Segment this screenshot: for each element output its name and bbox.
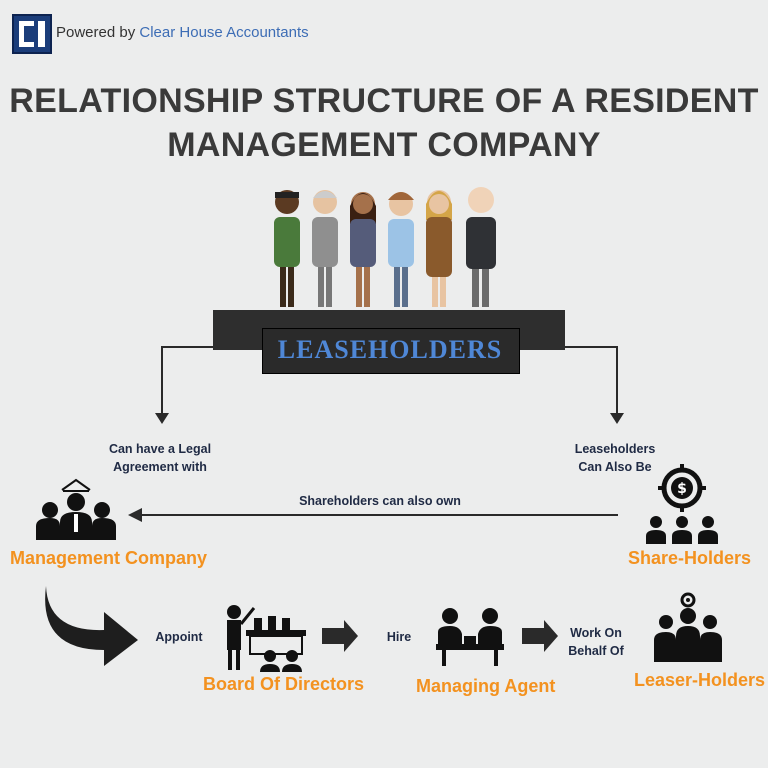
hire-label: Hire <box>386 630 412 644</box>
dollar-target-icon: $ <box>646 464 718 544</box>
person-icon <box>388 192 414 307</box>
powered-by-text: Powered by Clear House Accountants <box>56 24 309 41</box>
leaseholders-label: LEASEHOLDERS <box>277 335 503 364</box>
board-meeting-icon <box>227 605 306 672</box>
also-be-label: Leaseholders Can Also Be <box>574 442 656 474</box>
team-gear-icon <box>654 592 722 662</box>
shareholders-own-label: Shareholders can also own <box>299 494 461 508</box>
powered-prefix: Powered by <box>56 24 140 41</box>
person-icon <box>312 190 338 307</box>
management-company-icon <box>36 478 116 540</box>
meeting-agent-icon <box>436 608 504 666</box>
page-title-line1: RELATIONSHIP STRUCTURE OF A RESIDENT <box>9 82 759 120</box>
board-of-directors-label: Board Of Directors <box>203 674 365 694</box>
person-icon <box>274 190 300 307</box>
legal-agreement-label: Can have a Legal Agreement with <box>108 442 212 474</box>
person-icon <box>466 187 496 307</box>
leaseholders-people-illustration <box>274 187 496 307</box>
brand-link[interactable]: Clear House Accountants <box>139 24 309 41</box>
page-title-line2: MANAGEMENT COMPANY <box>167 126 601 164</box>
brand-logo-icon <box>12 14 52 54</box>
appoint-label: Appoint <box>155 630 203 644</box>
svg-text:$: $ <box>677 481 687 497</box>
person-icon <box>426 190 452 307</box>
leaseholders-box <box>262 328 520 374</box>
leaser-holders-label: Leaser-Holders <box>634 670 766 690</box>
managing-agent-label: Managing Agent <box>416 676 556 696</box>
share-holders-label: Share-Holders <box>628 548 752 568</box>
person-icon <box>350 192 376 307</box>
work-on-behalf-label: Work On Behalf Of <box>568 626 624 658</box>
management-company-label: Management Company <box>10 548 208 568</box>
